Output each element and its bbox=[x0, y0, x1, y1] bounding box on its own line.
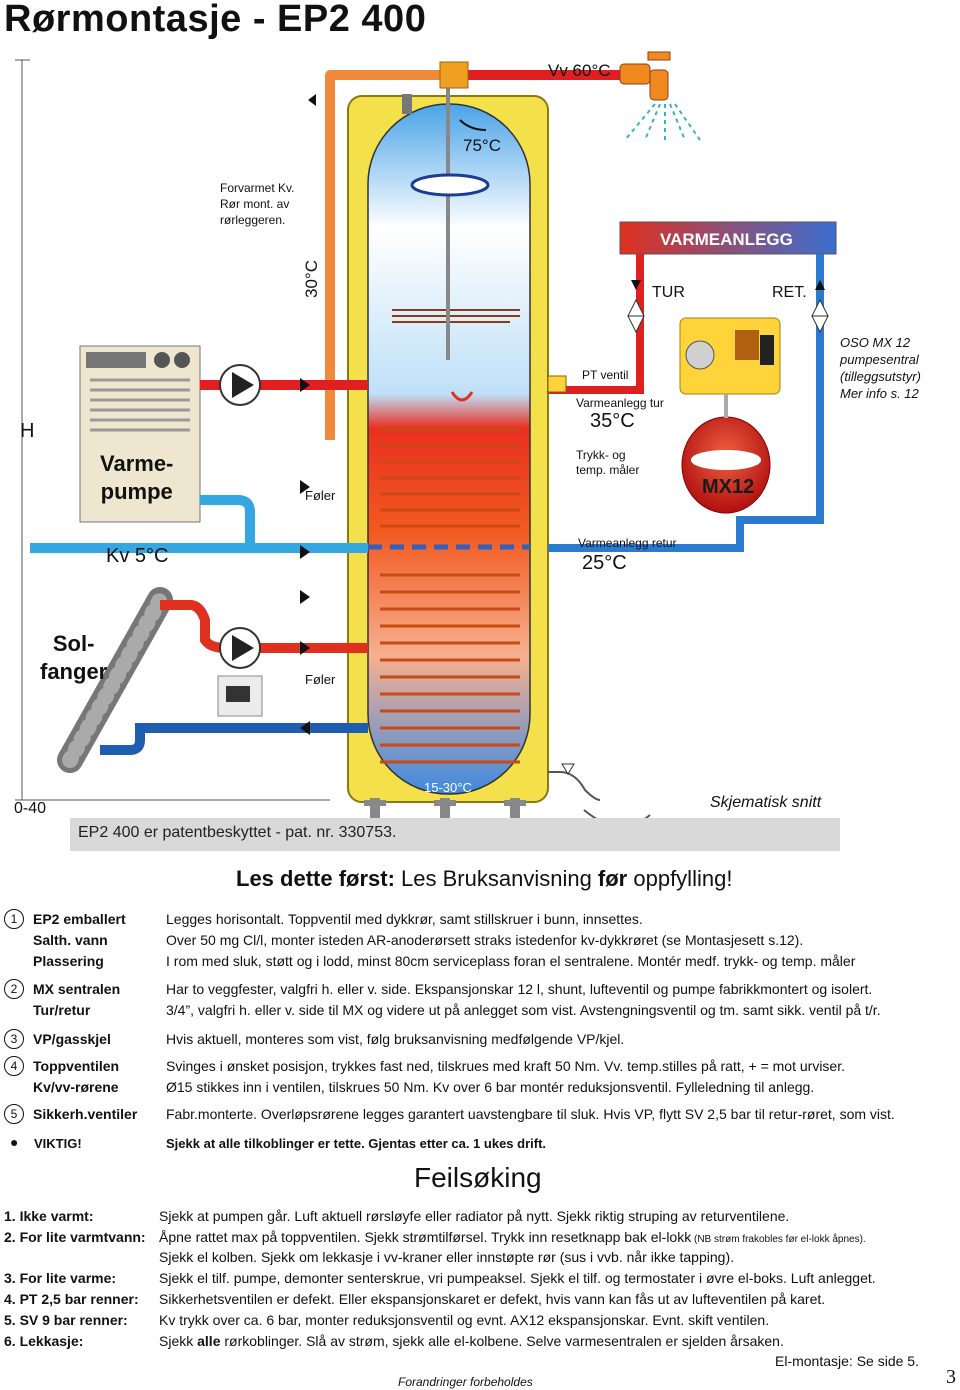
top-temp-label: 75°C bbox=[463, 136, 501, 155]
vv-temp-label: Vv 60°C bbox=[548, 61, 611, 80]
feilsoking-title: Feilsøking bbox=[414, 1162, 542, 1193]
oso-logo bbox=[410, 173, 761, 470]
patent-banner: EP2 400 er patentbeskyttet - pat. nr. 33… bbox=[70, 818, 840, 851]
temp-30-label: 30°C bbox=[302, 260, 321, 298]
solfanger-label: Sol-fanger bbox=[40, 631, 108, 684]
instruction-text: Fabr.monterte. Overløpsrørene legges gar… bbox=[166, 1106, 895, 1122]
read-first-notice: Les dette først: Les Bruksanvisning før … bbox=[236, 866, 733, 891]
feilsoking-label: 1. Ikke varmt: bbox=[4, 1208, 94, 1224]
skjematisk-label: Skjematisk snitt bbox=[710, 794, 822, 811]
viktig-label: VIKTIG! bbox=[34, 1136, 82, 1151]
page-number: 3 bbox=[946, 1366, 956, 1388]
instruction-label: EP2 emballert bbox=[33, 911, 126, 927]
instruction-text: Legges horisontalt. Toppventil med dykkr… bbox=[166, 911, 643, 927]
instruction-label: Sikkerh.ventiler bbox=[33, 1106, 138, 1122]
feilsoking-label: 3. For lite varme: bbox=[4, 1270, 117, 1286]
kv5-label: Kv 5°C bbox=[106, 545, 169, 567]
zero40-label: 0-40 bbox=[14, 800, 47, 817]
forandringer-note: Forandringer forbeholdes bbox=[398, 1375, 533, 1389]
temp-35-label: 35°C bbox=[590, 410, 635, 432]
patent-text: EP2 400 er patentbeskyttet - pat. nr. 33… bbox=[78, 824, 397, 841]
instruction-text: Svinges i ønsket posisjon, trykkes fast … bbox=[166, 1058, 845, 1074]
temp-25-label: 25°C bbox=[582, 552, 627, 574]
diagram-svg bbox=[15, 51, 837, 828]
feilsoking-text: Sjekk at pumpen går. Luft aktuell rørslø… bbox=[159, 1208, 790, 1224]
instruction-label: MX sentralen bbox=[33, 981, 121, 997]
foler-label-1: Føler bbox=[305, 488, 336, 503]
tap-icon bbox=[619, 51, 701, 141]
mx12-label: MX12 bbox=[702, 476, 755, 498]
instruction-text: 3/4”, valgfri h. eller v. side til MX og… bbox=[166, 1002, 881, 1018]
el-montasje-note: El-montasje: Se side 5. bbox=[775, 1353, 919, 1369]
heat-pump-unit bbox=[79, 345, 201, 523]
foler-label-2: Føler bbox=[305, 672, 336, 687]
solar-collector bbox=[57, 587, 173, 773]
feilsoking-label: 6. Lekkasje: bbox=[4, 1333, 84, 1349]
heating-system-bar bbox=[619, 221, 837, 255]
feilsoking-text: Kv trykk over ca. 6 bar, monter reduksjo… bbox=[159, 1312, 770, 1328]
instruction-label: Toppventilen bbox=[33, 1058, 120, 1074]
step-number: 5 bbox=[4, 1104, 24, 1124]
feilsoking-label: 5. SV 9 bar renner: bbox=[4, 1312, 128, 1328]
varmeanlegg-tur-label: Varmeanlegg tur bbox=[576, 396, 664, 410]
varmeanlegg-label: VARMEANLEGG bbox=[660, 230, 793, 249]
feilsoking-label: 4. PT 2,5 bar renner: bbox=[4, 1291, 139, 1307]
step-number: 4 bbox=[4, 1056, 24, 1076]
step-number: 3 bbox=[4, 1029, 24, 1049]
heat-coil bbox=[380, 428, 520, 764]
ret-label: RET. bbox=[772, 284, 807, 301]
h-label: H bbox=[20, 420, 35, 442]
instruction-text: I rom med sluk, støtt og i lodd, minst 8… bbox=[166, 953, 856, 969]
varmepumpe-label: Varme-pumpe bbox=[100, 451, 174, 504]
instruction-text: Over 50 mg Cl/l, monter isteden AR-anode… bbox=[166, 932, 804, 948]
instruction-label: Kv/vv-rørene bbox=[33, 1079, 119, 1095]
step-number: 1 bbox=[4, 909, 24, 929]
feilsoking-label: 2. For lite varmtvann: bbox=[4, 1229, 146, 1245]
feilsoking-text: Sjekk el tilf. pumpe, demonter senterskr… bbox=[159, 1270, 876, 1286]
feilsoking-text: Sikkerhetsventilen er defekt. Eller eksp… bbox=[159, 1291, 826, 1307]
feilsoking-text: Sjekk alle rørkoblinger. Slå av strøm, s… bbox=[159, 1333, 784, 1349]
viktig-text: Sjekk at alle tilkoblinger er tette. Gje… bbox=[166, 1136, 547, 1151]
feilsoking-text: Åpne rattet max på toppventilen. Sjekk s… bbox=[159, 1229, 866, 1245]
instruction-text: Ø15 stikkes inn i ventilen, tilskrues 50… bbox=[166, 1079, 815, 1095]
instruction-text: Hvis aktuell, monteres som vist, følg br… bbox=[166, 1031, 625, 1047]
feilsoking-text: Sjekk el kolben. Sjekk om lekkasje i vv-… bbox=[159, 1249, 734, 1265]
temp-15-30-label: 15-30°C bbox=[424, 780, 472, 795]
step-number: 2 bbox=[4, 979, 24, 999]
instruction-label: Tur/retur bbox=[33, 1002, 91, 1018]
instruction-text: Har to veggfester, valgfri h. eller v. s… bbox=[166, 981, 873, 997]
instruction-label: Salth. vann bbox=[33, 932, 108, 948]
page-title: Rørmontasje - EP2 400 bbox=[4, 0, 427, 40]
varmeanlegg-retur-label: Varmeanlegg retur bbox=[578, 536, 677, 550]
tur-label: TUR bbox=[652, 284, 685, 301]
instruction-label: Plassering bbox=[33, 953, 104, 969]
viktig-bullet: ● bbox=[10, 1134, 19, 1150]
pt-ventil-label: PT ventil bbox=[582, 368, 629, 382]
instruction-label: VP/gasskjel bbox=[33, 1031, 111, 1047]
